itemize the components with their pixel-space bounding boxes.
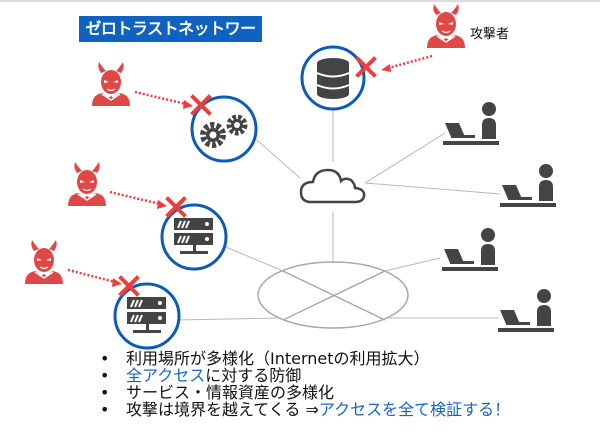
top-border: [0, 0, 600, 2]
attack-arrow: [134, 90, 187, 106]
bullet-item: • 全アクセスに対する防御: [100, 367, 510, 384]
gears-icon: [200, 114, 248, 148]
bullet-highlight-text: 全アクセス: [126, 366, 206, 385]
cloud-icon: [299, 168, 366, 204]
devil-icon: [426, 3, 466, 49]
attacker-server-1: [67, 161, 167, 209]
devil-icon: [67, 161, 107, 207]
attacker-db: [381, 3, 466, 72]
line-cloud-user1: [364, 132, 446, 184]
bullet-dot: •: [100, 400, 110, 419]
database-icon: [316, 58, 350, 99]
bullet-item: • 攻撃は境界を越えてくる ⇒アクセスを全て検証する！: [100, 401, 510, 418]
bullet-list: • 利用場所が多様化（Internetの利用拡大） • 全アクセスに対する防御 …: [100, 350, 510, 418]
attack-arrow: [109, 190, 161, 206]
user-laptop-icon: [442, 228, 498, 271]
bullet-item: • 利用場所が多様化（Internetの利用拡大）: [100, 350, 510, 367]
line-hub-user3: [384, 257, 441, 272]
bullet-text: 攻撃は境界を越えてくる ⇒: [126, 400, 319, 419]
network-hub-icon: [257, 261, 409, 329]
attack-arrow: [67, 268, 116, 284]
server-node-2: [113, 276, 181, 350]
devil-icon: [24, 239, 64, 285]
connection-lines: [174, 100, 501, 321]
attacker-server-2: [24, 239, 122, 287]
line-server2-hub: [174, 317, 281, 321]
bullet-highlight-text: アクセスを全て検証する！: [318, 400, 511, 419]
bullet-item: • サービス・情報資産の多様化: [100, 384, 510, 401]
database-node: [300, 45, 376, 111]
bullet-text: に対する防御: [205, 366, 302, 385]
server-node-1: [160, 197, 228, 271]
line-server1-hub: [220, 244, 284, 272]
bullet-dot: •: [100, 366, 110, 385]
attack-arrow: [387, 54, 433, 70]
bullet-text: サービス・情報資産の多様化: [126, 383, 335, 402]
user-laptop-icon: [500, 164, 556, 207]
bullet-dot: •: [100, 349, 110, 368]
services-node: [190, 95, 258, 163]
line-cloud-user2: [364, 182, 501, 195]
bullet-dot: •: [100, 383, 110, 402]
bullet-text: 利用場所が多様化（Internetの利用拡大）: [126, 349, 430, 368]
diagram-title: ゼロトラストネットワーク: [79, 16, 262, 64]
user-laptop-icon: [498, 289, 554, 332]
devil-icon: [91, 61, 131, 107]
user-laptop-icon: [443, 102, 499, 145]
attacker-services: [91, 61, 193, 109]
attacker-label: 攻撃者: [470, 27, 510, 42]
